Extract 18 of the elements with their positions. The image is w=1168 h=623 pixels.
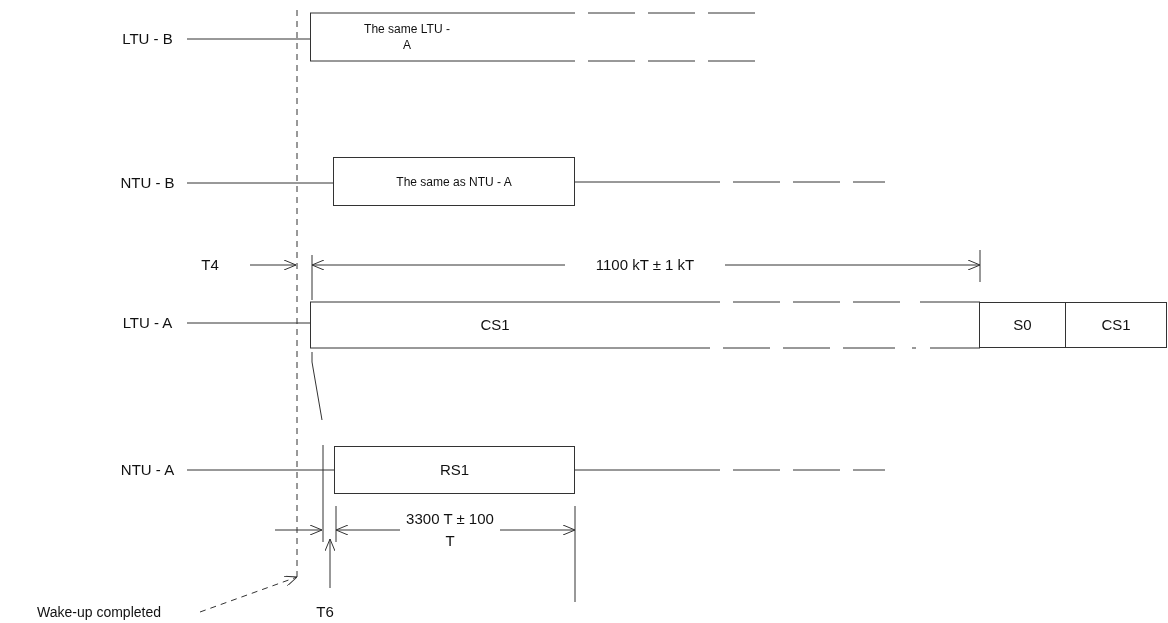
- signal-line: [186, 182, 334, 184]
- signal-box: CS1: [1065, 302, 1167, 348]
- signal-line: [186, 469, 335, 471]
- dimension-label: T4: [200, 255, 220, 275]
- signal-box: CS1: [310, 302, 980, 348]
- dimension-label: T6: [315, 602, 335, 622]
- annotation-text: Wake-up completed: [0, 602, 198, 622]
- signal-box: S0: [980, 302, 1065, 348]
- signal-line: [186, 38, 311, 40]
- signal-label: NTU - B: [110, 172, 185, 194]
- signal-box: The same as NTU - A: [333, 157, 575, 206]
- leader-line: [199, 575, 298, 613]
- signal-label: LTU - B: [110, 28, 185, 50]
- signal-label: NTU - A: [110, 459, 185, 481]
- signal-box: The same LTU - A: [310, 13, 575, 61]
- signal-box: RS1: [334, 446, 575, 494]
- signal-label: LTU - A: [110, 312, 185, 334]
- signal-line: [186, 322, 311, 324]
